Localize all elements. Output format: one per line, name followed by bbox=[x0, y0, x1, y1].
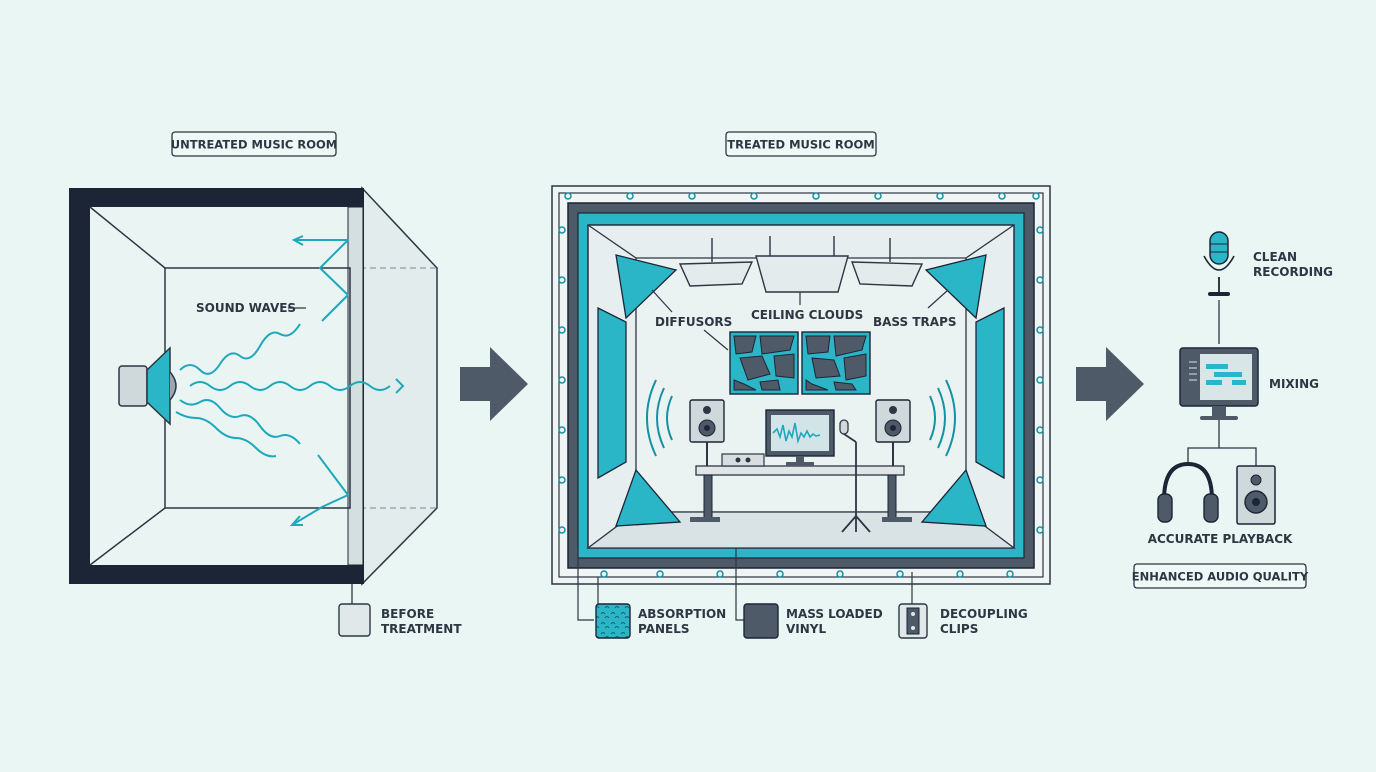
clips-label-1: DECOUPLING bbox=[940, 607, 1028, 621]
microphone-icon bbox=[1203, 231, 1235, 296]
bass-traps-label: BASS TRAPS bbox=[873, 315, 957, 329]
sound-waves-label: SOUND WAVES bbox=[196, 301, 296, 315]
before-treatment-swatch bbox=[338, 603, 371, 637]
right-studio-speaker bbox=[875, 399, 911, 466]
before-treatment-label-1: BEFORE bbox=[381, 607, 434, 621]
mlv-label-2: VINYL bbox=[786, 622, 826, 636]
mlv-swatch bbox=[743, 603, 779, 639]
mixing-label: MIXING bbox=[1269, 377, 1319, 391]
treated-title-badge: TREATED MUSIC ROOM bbox=[725, 131, 877, 157]
clean-recording-label-2: RECORDING bbox=[1253, 265, 1333, 279]
legend-mass-loaded-vinyl: MASS LOADED VINYL bbox=[743, 603, 883, 639]
room-side-wall bbox=[361, 186, 438, 586]
absorption-swatch bbox=[595, 603, 631, 639]
studio-monitor-screen bbox=[765, 409, 835, 466]
diffusor-panels bbox=[729, 331, 871, 395]
transform-arrow-2 bbox=[1076, 347, 1144, 421]
decoupling-clip-dots bbox=[558, 192, 1044, 578]
headphones-icon bbox=[1157, 461, 1219, 523]
diffusors-label: DIFFUSORS bbox=[655, 315, 732, 329]
treated-title: TREATED MUSIC ROOM bbox=[727, 138, 874, 152]
materials-legend: ABSORPTION PANELS MASS LOADED VINYL DECO… bbox=[577, 548, 1028, 639]
left-studio-speaker bbox=[689, 399, 725, 466]
playback-speaker-icon bbox=[1236, 465, 1276, 525]
legend-decoupling-clips: DECOUPLING CLIPS bbox=[898, 603, 1028, 639]
absorption-label-2: PANELS bbox=[638, 622, 690, 636]
clips-label-2: CLIPS bbox=[940, 622, 978, 636]
side-absorption-panels bbox=[597, 306, 1005, 480]
treated-room: DIFFUSORS CEILING CLOUDS BASS TRAPS bbox=[551, 185, 1051, 585]
ceiling-clouds-label: CEILING CLOUDS bbox=[751, 308, 863, 322]
accurate-playback-label: ACCURATE PLAYBACK bbox=[1148, 532, 1293, 546]
mixing-monitor-icon bbox=[1179, 347, 1259, 420]
enhanced-audio-quality-badge: ENHANCED AUDIO QUALITY bbox=[1132, 563, 1309, 589]
mlv-label-1: MASS LOADED bbox=[786, 607, 883, 621]
untreated-title: UNTREATED MUSIC ROOM bbox=[171, 138, 337, 152]
results-panel: CLEAN RECORDING MIXING bbox=[1132, 231, 1333, 589]
contained-sound-arcs bbox=[646, 379, 956, 457]
bass-traps bbox=[615, 254, 987, 527]
untreated-title-badge: UNTREATED MUSIC ROOM bbox=[171, 131, 337, 157]
transform-arrow-1 bbox=[460, 347, 528, 421]
legend-absorption-panels: ABSORPTION PANELS bbox=[595, 603, 726, 639]
before-treatment-label-2: TREATMENT bbox=[381, 622, 462, 636]
sound-wave-lines bbox=[175, 235, 405, 526]
untreated-room: SOUND WAVES BEFORE TREATMENT bbox=[69, 186, 462, 637]
ceiling-clouds bbox=[678, 236, 924, 293]
speaker-icon bbox=[118, 346, 177, 426]
clean-recording-label-1: CLEAN bbox=[1253, 250, 1297, 264]
absorption-label-1: ABSORPTION bbox=[638, 607, 726, 621]
before-treatment-callout: BEFORE TREATMENT bbox=[338, 584, 462, 637]
enhanced-audio-quality-label: ENHANCED AUDIO QUALITY bbox=[1132, 570, 1309, 584]
microphone-stand bbox=[839, 419, 871, 533]
